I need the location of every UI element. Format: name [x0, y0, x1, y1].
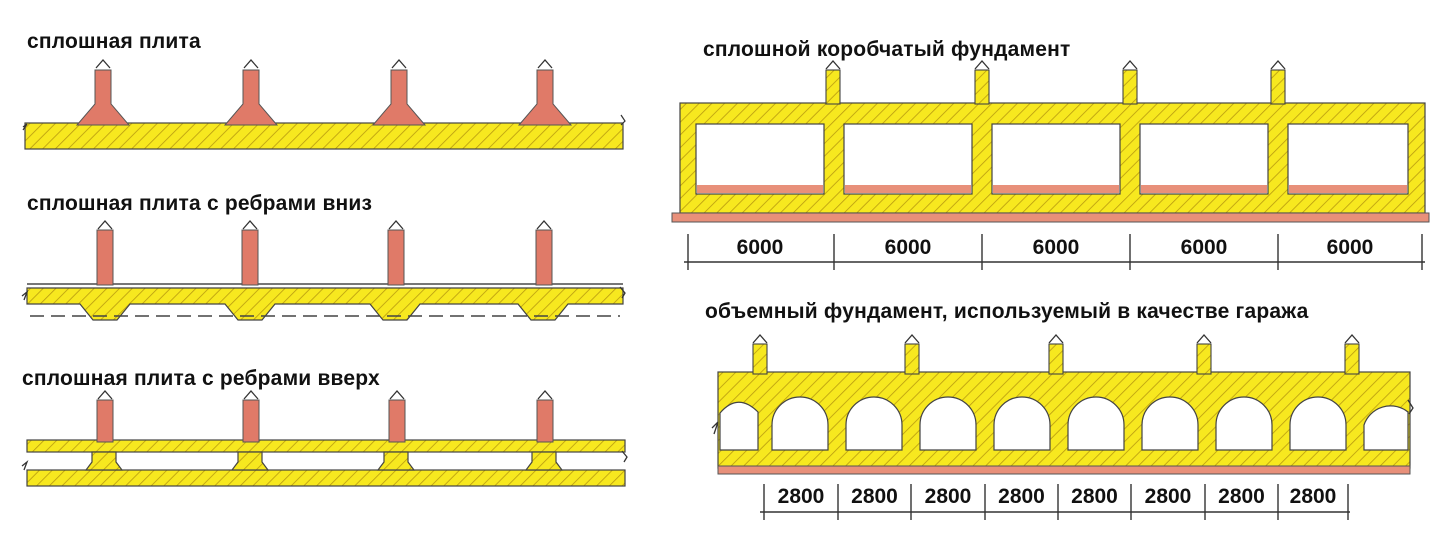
box-cells — [695, 123, 1409, 195]
garage-span-label: 2800 — [851, 485, 898, 508]
box-span-label: 6000 — [884, 236, 932, 259]
box-span-label: 6000 — [736, 236, 784, 259]
cell-floor-strips — [697, 185, 1407, 193]
title-solid-slab: сплошная плита — [27, 30, 201, 53]
box-span-label: 6000 — [1032, 236, 1080, 259]
ribbed-slab — [26, 287, 624, 321]
garage-span-label: 2800 — [1218, 485, 1265, 508]
garage-span-label: 2800 — [924, 485, 972, 508]
bottom-slab — [26, 469, 626, 487]
garage-span-label: 2800 — [1071, 485, 1118, 508]
columns — [96, 229, 553, 286]
dimension-line — [684, 234, 1425, 270]
garage-span-label: 2800 — [777, 485, 825, 508]
dimension-line — [760, 484, 1350, 520]
box-span-label: 6000 — [1180, 236, 1228, 259]
slab — [24, 122, 624, 150]
ribs — [84, 451, 564, 471]
columns — [825, 69, 1286, 105]
columns — [752, 343, 1360, 375]
diagram-volume-foundation — [711, 334, 1414, 520]
column-break-marks — [95, 59, 553, 69]
title-slab-ribs-down: сплошная плита с ребрами вниз — [27, 192, 373, 215]
columns — [96, 399, 554, 443]
top-slab — [26, 439, 626, 453]
title-slab-ribs-up: сплошная плита с ребрами вверх — [22, 367, 380, 390]
box-span-label: 6000 — [1326, 236, 1374, 259]
base-plate — [671, 212, 1430, 223]
diagram-box-foundation — [671, 60, 1430, 270]
garage-span-label: 2800 — [1144, 485, 1192, 508]
diagram-solid-slab — [22, 59, 626, 150]
column-footing — [75, 69, 573, 126]
diagram-slab-ribs-up — [21, 390, 628, 487]
title-volume-foundation: объемный фундамент, используемый в качес… — [705, 300, 1309, 323]
base-plate — [717, 465, 1411, 475]
title-box-foundation: сплошной коробчатый фундамент — [703, 38, 1071, 61]
garage-span-label: 2800 — [998, 485, 1045, 508]
arched-openings — [719, 396, 1409, 451]
diagram-slab-ribs-down — [21, 220, 626, 321]
garage-span-label: 2800 — [1289, 485, 1337, 508]
